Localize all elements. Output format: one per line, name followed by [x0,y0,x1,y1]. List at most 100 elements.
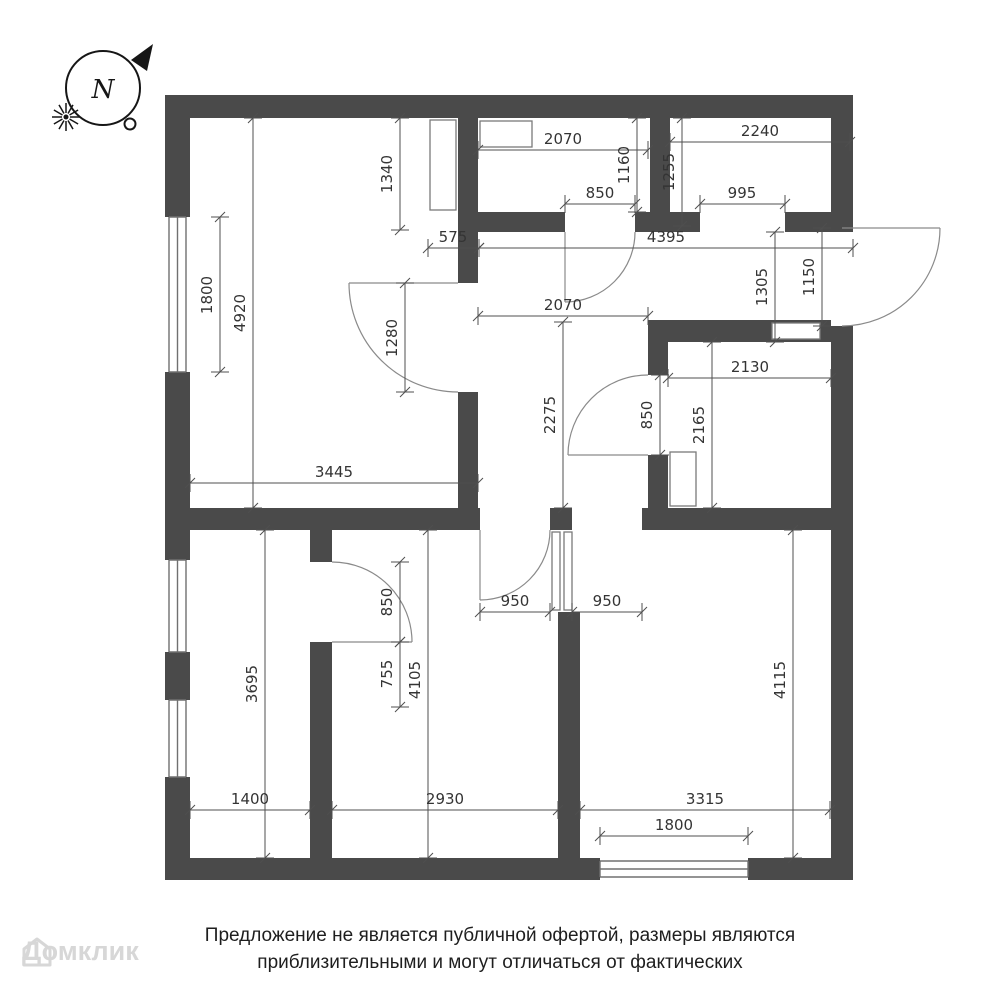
wall-bath-left-1 [648,342,668,375]
dimension: 1255 [660,112,691,232]
dimension-label: 850 [638,401,656,430]
dimension-label: 1800 [655,816,693,834]
hall-door [564,231,636,303]
wall-hall-a [458,212,565,232]
dimension: 3445 [184,463,484,492]
wall-bath-left-2 [648,455,668,508]
bath-shaft [669,451,697,507]
dimension-annotations: 2070 2240 1340 1160 1255 850 995 575 4395 1305 115… [184,112,859,864]
dimension-label: 850 [378,588,396,617]
dimension: 2130 [662,358,837,387]
compass-circle [65,50,141,126]
living-room-door [348,282,459,393]
compass-rose: N [52,44,153,131]
dimension: 2930 [326,790,564,819]
dimension: 3315 [574,790,836,819]
dimension: 1800 [594,816,754,845]
wall-hall-b [635,212,700,232]
dimension-label: 575 [439,228,468,246]
wall-top [165,95,853,118]
wardrobe-fixture [429,119,457,211]
compass-small-circle [123,117,137,131]
pocket-door-panel-1 [551,531,561,611]
wall-left-4 [165,777,190,858]
dimension-label: 1280 [383,319,401,357]
dimension: 1160 [615,112,646,218]
dimension-label: 2130 [731,358,769,376]
dimension-label: 850 [586,184,615,202]
wall-bedroom1-right-upper [310,508,332,562]
wall-mid-stub [550,508,572,530]
wall-living-right-upper [458,230,478,283]
wall-hall-c [785,212,853,232]
wall-left-1 [165,95,190,217]
dimension-label: 1400 [231,790,269,808]
dimension-label: 3315 [686,790,724,808]
dimension-label: 1800 [198,276,216,314]
dimension-label: 3445 [315,463,353,481]
dimension-label: 1340 [378,155,396,193]
dimension: 1150 [800,222,831,332]
dimension: 950 [566,592,648,621]
dimension-label: 3695 [243,665,261,703]
disclaimer-line-1: Предложение не является публичной оферто… [204,925,796,946]
wall-right-lower [831,326,853,858]
dimension-label: 2070 [544,296,582,314]
wall-closet-left [458,118,478,212]
dimension-label: 1160 [615,146,633,184]
fixtures [429,119,821,611]
window-left-1 [168,216,187,373]
dimension: 3695 [243,524,274,864]
dimension: 2165 [690,336,721,514]
pocket-door-panel-2 [563,531,573,611]
dimension-label: 4115 [771,661,789,699]
entrance-door [841,227,941,327]
dimension: 755 [378,636,409,713]
bathroom-door [567,374,649,456]
dimension: 4395 [473,228,859,257]
door-swings [331,227,941,643]
wall-left-2 [165,372,190,560]
wall-mid-a [190,508,480,530]
dimension: 995 [694,184,791,213]
wall-bottom-rooms-divider [558,612,580,858]
dimension-label: 950 [501,592,530,610]
dimension: 2240 [664,122,856,151]
wall-right-upper [831,118,853,228]
windows [168,216,749,878]
dimension: 1305 [753,226,784,348]
wall-left-3 [165,652,190,700]
dimension-label: 2240 [741,122,779,140]
domclick-logo-icon [22,937,52,967]
dimension: 1280 [383,277,414,398]
dimension-label: 2070 [544,130,582,148]
dimension: 850 [378,556,409,648]
dimension: 850 [559,184,641,213]
wall-bottom-right [748,858,853,880]
walls [165,95,853,880]
compass-star-icon [52,103,80,131]
dimension-label: 1150 [800,258,818,296]
bath-vent-window [771,322,821,340]
dimension: 4105 [406,524,437,864]
wall-top-rooms-divider [650,118,670,212]
window-left-3 [168,699,187,778]
dimension-label: 995 [728,184,757,202]
watermark: Домклик [22,936,139,967]
dimension: 1340 [378,112,409,236]
dimension: 1400 [184,790,316,819]
dimension-label: 950 [593,592,622,610]
window-left-2 [168,559,187,653]
wall-mid-b [642,508,853,530]
disclaimer: Предложение не является публичной оферто… [0,922,1000,976]
wall-bottom-left [165,858,600,880]
dimension-label: 2930 [426,790,464,808]
wall-bedroom1-right-lower [310,642,332,858]
dimension: 850 [638,369,669,461]
compass-north-label: N [91,75,116,105]
dimension-label: 2165 [690,406,708,444]
wall-living-right-lower [458,392,478,510]
dimension-label: 4395 [647,228,685,246]
